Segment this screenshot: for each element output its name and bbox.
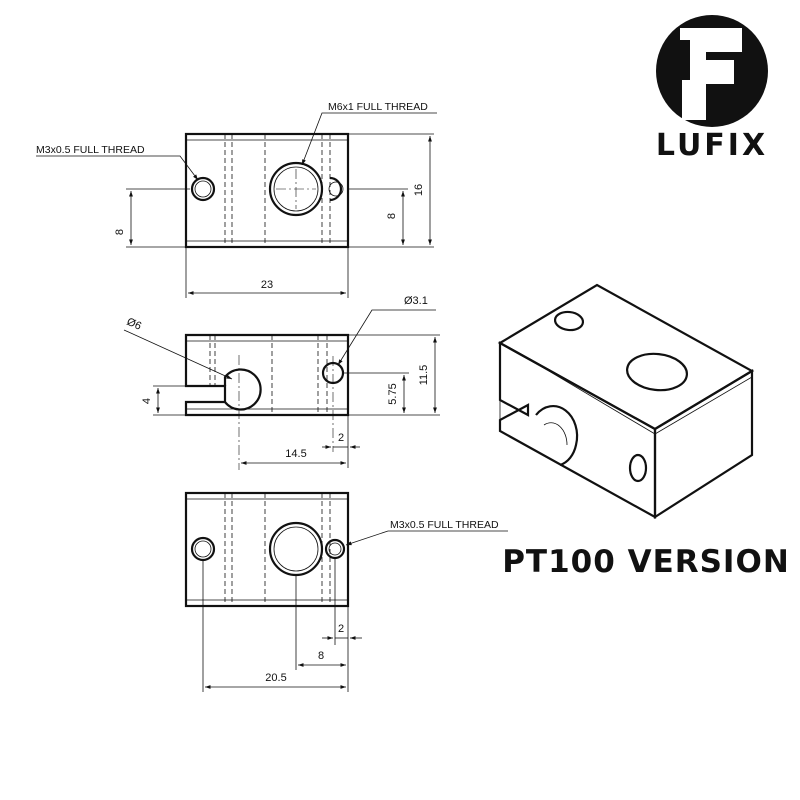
- isometric-view: [497, 283, 755, 520]
- top-view: M3x0.5 FULL THREAD M6x1 FULL THREAD 8 8 …: [36, 101, 437, 298]
- dim-top-inner-height: 8: [386, 213, 398, 219]
- iso-slot-hole: [535, 405, 579, 467]
- dim-total-height: 11.5: [418, 365, 430, 386]
- slot-hole: [223, 368, 262, 411]
- bottom-hole-center: [268, 521, 324, 577]
- m6-hole-center: [268, 161, 324, 217]
- dim-bottom-center-offset: 8: [318, 650, 324, 662]
- bottom-hole-left: [190, 536, 216, 562]
- dim-edge-offset: 2: [338, 432, 344, 444]
- version-title: PT100 VERSION: [502, 544, 790, 580]
- iso-right-face: [653, 369, 754, 520]
- brand-name: LUFIX: [656, 128, 768, 163]
- dim-top-total-height: 16: [413, 184, 425, 196]
- bottom-hole-right: [324, 538, 346, 560]
- callout-leader-m6: [301, 112, 437, 166]
- side-view: Ø6 Ø3.1 4 5.75 11.5 2 14.5: [123, 295, 440, 470]
- dim-top-left-height: 8: [114, 229, 126, 235]
- bottom-view: M3x0.5 FULL THREAD 2 8 20.5: [184, 491, 508, 692]
- dim-hole-offset: 14.5: [285, 448, 306, 460]
- iso-large-hole-top: [626, 352, 688, 392]
- iso-small-hole-top: [553, 310, 585, 332]
- callout-small-hole-diameter: Ø3.1: [404, 295, 428, 307]
- m3-hole-left: [190, 176, 216, 202]
- m3-hole-right: [328, 176, 344, 202]
- iso-top-face: [497, 283, 755, 431]
- callout-leader-m3: [36, 155, 199, 181]
- callout-slot-diameter: Ø6: [125, 316, 143, 333]
- dim-slot-height: 4: [141, 398, 153, 404]
- bottom-view-outline: [184, 491, 350, 608]
- side-view-outline: [184, 333, 350, 417]
- dim-hole-height: 5.75: [387, 383, 399, 404]
- callout-m3-thread: M3x0.5 FULL THREAD: [36, 144, 145, 156]
- lufix-logo: LUFIX: [656, 15, 768, 163]
- callout-m6-thread: M6x1 FULL THREAD: [328, 101, 428, 113]
- dim-top-width: 23: [261, 279, 273, 291]
- dim-bottom-width: 20.5: [265, 672, 286, 684]
- callout-m3-thread-bottom: M3x0.5 FULL THREAD: [390, 519, 499, 531]
- lufix-circle-logo-icon: [656, 15, 768, 127]
- dim-bottom-edge-offset: 2: [338, 623, 344, 635]
- iso-side-hole: [628, 453, 648, 483]
- top-view-outline: [184, 132, 350, 249]
